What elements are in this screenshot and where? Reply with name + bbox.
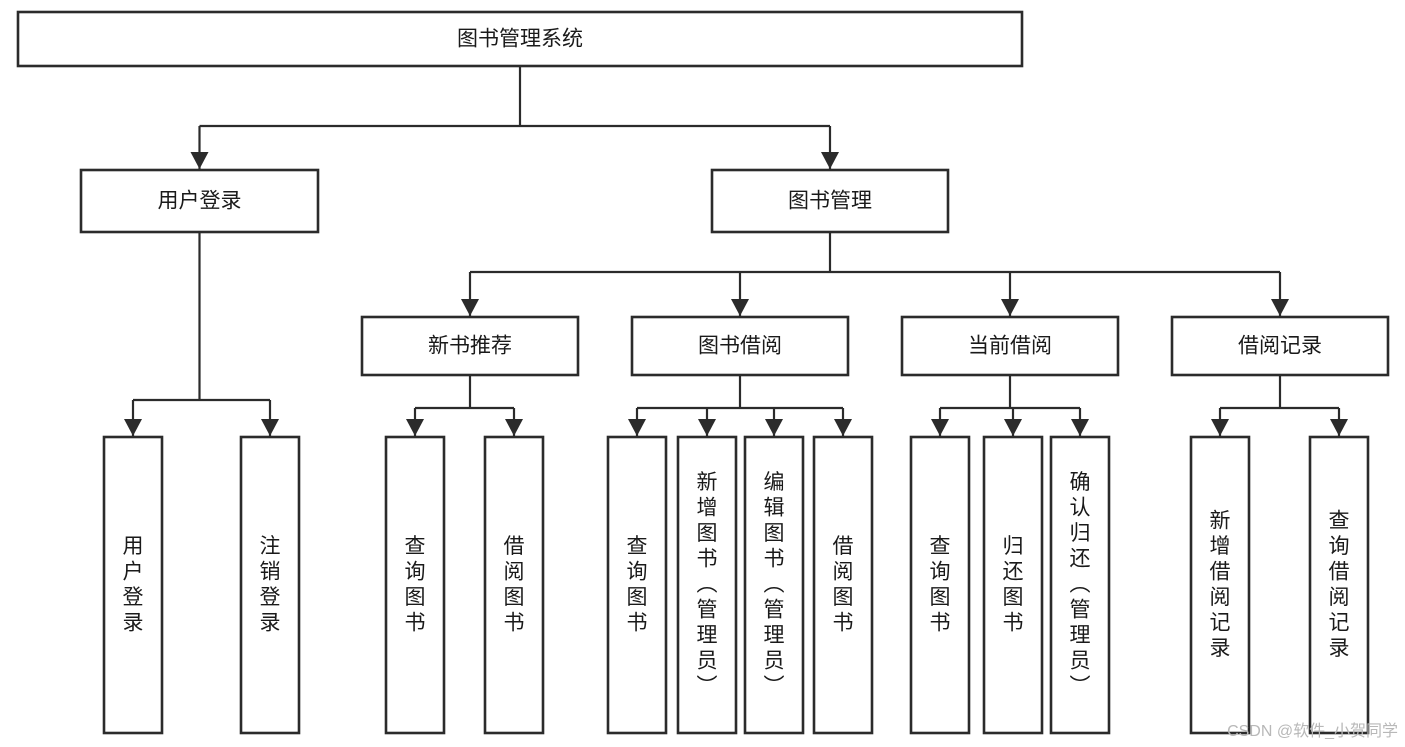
node-label-leaf-query-book-cb: 查询图书 — [930, 535, 951, 635]
node-label-leaf-borrow-book-rec: 借阅图书 — [504, 535, 525, 635]
node-box-leaf-borrow-book-bb — [812, 435, 874, 735]
node-label-leaf-query-book-bb: 查询图书 — [627, 535, 648, 635]
node-label-borrow-record: 借阅记录 — [1238, 335, 1322, 358]
arrow-head-icon — [834, 419, 852, 436]
arrow-head-icon — [931, 419, 949, 436]
node-book-manage[interactable]: 图书管理 — [710, 168, 950, 234]
node-leaf-query-book-cb[interactable]: 查询图书 — [909, 435, 971, 735]
arrow-head-icon — [1071, 419, 1089, 436]
node-borrow-record[interactable]: 借阅记录 — [1170, 315, 1390, 377]
node-leaf-confirm-return[interactable]: 确认归还︵管理员︶ — [1049, 435, 1111, 735]
node-label-user-login: 用户登录 — [158, 190, 242, 213]
node-box-leaf-query-book-cb — [909, 435, 971, 735]
node-label-book-borrow: 图书借阅 — [698, 335, 782, 358]
node-leaf-borrow-book-bb[interactable]: 借阅图书 — [812, 435, 874, 735]
arrow-head-icon — [124, 419, 142, 436]
node-label-leaf-logout: 注销登录 — [260, 535, 281, 635]
node-box-book-borrow — [630, 315, 850, 377]
node-leaf-query-book-rec[interactable]: 查询图书 — [384, 435, 446, 735]
arrow-head-icon — [505, 419, 523, 436]
node-leaf-borrow-book-rec[interactable]: 借阅图书 — [483, 435, 545, 735]
node-label-leaf-query-record: 查询借阅记录 — [1329, 509, 1350, 660]
node-leaf-logout[interactable]: 注销登录 — [239, 435, 301, 735]
node-leaf-return-book[interactable]: 归还图书 — [982, 435, 1044, 735]
node-label-leaf-borrow-book-bb: 借阅图书 — [833, 535, 854, 635]
node-box-leaf-confirm-return — [1049, 435, 1111, 735]
arrow-head-icon — [1271, 299, 1289, 316]
arrow-head-icon — [698, 419, 716, 436]
arrow-head-icon — [1001, 299, 1019, 316]
node-book-borrow[interactable]: 图书借阅 — [630, 315, 850, 377]
node-root[interactable]: 图书管理系统 — [16, 10, 1024, 68]
arrow-head-icon — [1330, 419, 1348, 436]
node-user-login[interactable]: 用户登录 — [79, 168, 320, 234]
node-box-borrow-record — [1170, 315, 1390, 377]
arrow-head-icon — [461, 299, 479, 316]
arrow-head-icon — [190, 152, 209, 169]
node-box-leaf-user-login — [102, 435, 164, 735]
node-box-leaf-query-book-bb — [606, 435, 668, 735]
arrow-head-icon — [821, 152, 839, 169]
node-box-current-borrow — [900, 315, 1120, 377]
node-box-leaf-add-record — [1189, 435, 1251, 735]
node-leaf-user-login[interactable]: 用户登录 — [102, 435, 164, 735]
csdn-watermark: CSDN @软件_小贺同学 — [1227, 722, 1398, 740]
node-label-book-manage: 图书管理 — [788, 190, 872, 213]
node-box-leaf-borrow-book-rec — [483, 435, 545, 735]
node-label-leaf-edit-book: 编辑图书︵管理员︶ — [764, 471, 785, 698]
node-box-root — [16, 10, 1024, 68]
node-box-leaf-return-book — [982, 435, 1044, 735]
arrow-head-icon — [261, 419, 279, 436]
node-leaf-edit-book[interactable]: 编辑图书︵管理员︶ — [743, 435, 805, 735]
arrow-head-icon — [1004, 419, 1022, 436]
node-box-new-book-rec — [360, 315, 580, 377]
node-label-leaf-add-book: 新增图书︵管理员︶ — [697, 471, 718, 698]
node-label-leaf-confirm-return: 确认归还︵管理员︶ — [1070, 471, 1091, 698]
node-label-leaf-add-record: 新增借阅记录 — [1210, 509, 1231, 660]
node-box-leaf-query-book-rec — [384, 435, 446, 735]
node-leaf-add-book[interactable]: 新增图书︵管理员︶ — [676, 435, 738, 735]
arrow-head-icon — [406, 419, 424, 436]
node-new-book-rec[interactable]: 新书推荐 — [360, 315, 580, 377]
nodes-layer: 图书管理系统用户登录图书管理新书推荐图书借阅当前借阅借阅记录用户登录注销登录查询… — [16, 10, 1390, 735]
node-leaf-query-record[interactable]: 查询借阅记录 — [1308, 435, 1370, 735]
node-leaf-add-record[interactable]: 新增借阅记录 — [1189, 435, 1251, 735]
node-box-leaf-logout — [239, 435, 301, 735]
node-box-book-manage — [710, 168, 950, 234]
arrow-head-icon — [765, 419, 783, 436]
node-box-leaf-add-book — [676, 435, 738, 735]
connectors-layer — [124, 66, 1348, 436]
node-label-leaf-user-login: 用户登录 — [123, 535, 144, 635]
node-box-leaf-query-record — [1308, 435, 1370, 735]
node-label-current-borrow: 当前借阅 — [968, 335, 1052, 358]
node-box-user-login — [79, 168, 320, 234]
node-label-leaf-query-book-rec: 查询图书 — [405, 535, 426, 635]
node-leaf-query-book-bb[interactable]: 查询图书 — [606, 435, 668, 735]
arrow-head-icon — [628, 419, 646, 436]
node-label-new-book-rec: 新书推荐 — [428, 335, 512, 358]
node-label-root: 图书管理系统 — [457, 28, 583, 51]
node-current-borrow[interactable]: 当前借阅 — [900, 315, 1120, 377]
arrow-head-icon — [731, 299, 749, 316]
node-box-leaf-edit-book — [743, 435, 805, 735]
node-label-leaf-return-book: 归还图书 — [1003, 535, 1024, 635]
arrow-head-icon — [1211, 419, 1229, 436]
